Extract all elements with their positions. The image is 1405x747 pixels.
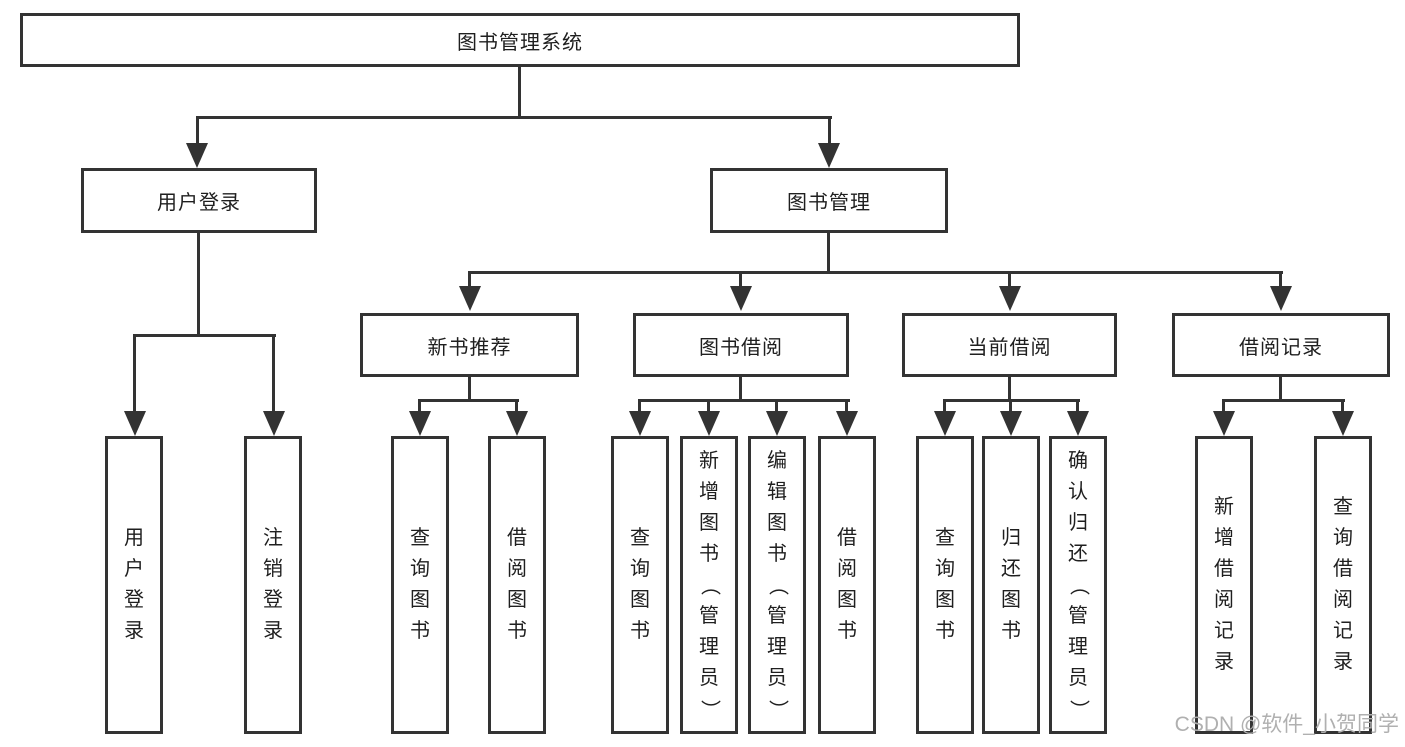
connector-stem xyxy=(1008,377,1011,401)
leaf-query-books-borrowing: 查询图书 xyxy=(611,436,669,734)
node-user-login: 用户登录 xyxy=(81,168,317,233)
connector-drop xyxy=(133,334,136,412)
connector-drop xyxy=(515,399,518,413)
connector-branch xyxy=(196,116,832,119)
arrow-down-icon xyxy=(934,411,956,436)
arrow-down-icon xyxy=(698,411,720,436)
node-book-management: 图书管理 xyxy=(710,168,948,233)
leaf-edit-book-admin: 编辑图书（管理员） xyxy=(748,436,806,734)
connector-drop xyxy=(707,399,710,413)
connector-drop xyxy=(739,271,742,288)
arrow-down-icon xyxy=(818,143,840,168)
leaf-query-books-current: 查询图书 xyxy=(916,436,974,734)
connector-drop xyxy=(418,399,421,413)
leaf-query-borrow-record: 查询借阅记录 xyxy=(1314,436,1372,734)
arrow-down-icon xyxy=(999,286,1021,311)
node-new-book-recommend: 新书推荐 xyxy=(360,313,579,377)
arrow-down-icon xyxy=(1000,411,1022,436)
connector-drop xyxy=(638,399,641,413)
node-book-borrowing: 图书借阅 xyxy=(633,313,849,377)
arrow-down-icon xyxy=(186,143,208,168)
connector-branch xyxy=(418,399,519,402)
connector-drop xyxy=(196,116,199,145)
arrow-down-icon xyxy=(836,411,858,436)
connector-branch xyxy=(1222,399,1345,402)
connector-drop xyxy=(1008,271,1011,288)
node-borrow-records: 借阅记录 xyxy=(1172,313,1390,377)
leaf-confirm-return-admin: 确认归还（管理员） xyxy=(1049,436,1107,734)
connector-branch xyxy=(133,334,276,337)
connector-stem xyxy=(518,67,521,117)
connector-drop xyxy=(272,334,275,412)
connector-drop xyxy=(845,399,848,413)
leaf-user-login: 用户登录 xyxy=(105,436,163,734)
leaf-add-borrow-record: 新增借阅记录 xyxy=(1195,436,1253,734)
node-library-system: 图书管理系统 xyxy=(20,13,1020,67)
connector-branch xyxy=(468,271,1283,274)
connector-drop xyxy=(1009,399,1012,413)
connector-stem xyxy=(1279,377,1282,401)
arrow-down-icon xyxy=(1332,411,1354,436)
leaf-logout: 注销登录 xyxy=(244,436,302,734)
connector-branch xyxy=(638,399,850,402)
connector-drop xyxy=(1222,399,1225,413)
connector-stem xyxy=(197,233,200,336)
connector-drop xyxy=(775,399,778,413)
connector-drop xyxy=(943,399,946,413)
arrow-down-icon xyxy=(766,411,788,436)
connector-drop xyxy=(1279,271,1282,288)
connector-stem xyxy=(827,233,830,273)
arrow-down-icon xyxy=(124,411,146,436)
arrow-down-icon xyxy=(629,411,651,436)
leaf-borrow-books-recommend: 借阅图书 xyxy=(488,436,546,734)
connector-drop xyxy=(1341,399,1344,413)
csdn-watermark: CSDN @软件_小贺同学 xyxy=(1174,713,1399,736)
leaf-query-books-recommend: 查询图书 xyxy=(391,436,449,734)
connector-stem xyxy=(468,377,471,401)
arrow-down-icon xyxy=(1067,411,1089,436)
arrow-down-icon xyxy=(730,286,752,311)
arrow-down-icon xyxy=(506,411,528,436)
leaf-add-book-admin: 新增图书（管理员） xyxy=(680,436,738,734)
leaf-borrow-books-borrowing: 借阅图书 xyxy=(818,436,876,734)
leaf-return-book: 归还图书 xyxy=(982,436,1040,734)
connector-drop xyxy=(828,116,831,145)
connector-drop xyxy=(1076,399,1079,413)
arrow-down-icon xyxy=(263,411,285,436)
arrow-down-icon xyxy=(409,411,431,436)
node-current-borrowing: 当前借阅 xyxy=(902,313,1117,377)
connector-drop xyxy=(468,271,471,288)
connector-stem xyxy=(739,377,742,401)
arrow-down-icon xyxy=(1270,286,1292,311)
arrow-down-icon xyxy=(1213,411,1235,436)
arrow-down-icon xyxy=(459,286,481,311)
